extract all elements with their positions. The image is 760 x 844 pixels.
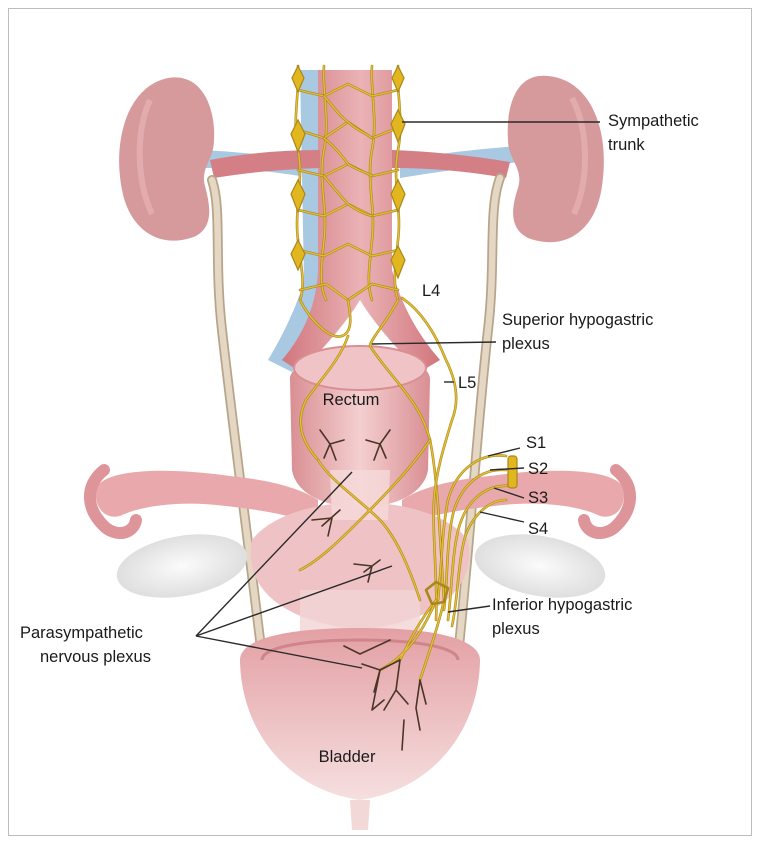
right-kidney [508,76,604,242]
bladder [240,628,480,830]
label-s3: S3 [528,489,548,507]
label-inferior-hypogastric-line1: Inferior hypogastric [492,596,632,614]
label-parasympathetic-line2: nervous plexus [40,648,151,666]
label-l5: L5 [458,374,476,392]
label-superior-hypogastric-line2: plexus [502,335,550,353]
label-bladder: Bladder [319,748,376,766]
label-s2: S2 [528,460,548,478]
label-rectum: Rectum [323,391,380,409]
label-s1: S1 [526,434,546,452]
left-kidney [119,77,214,240]
label-superior-hypogastric-line1: Superior hypogastric [502,311,653,329]
aorta [210,70,510,372]
label-l4: L4 [422,282,440,300]
label-inferior-hypogastric-line2: plexus [492,620,540,638]
label-sympathetic-trunk-line1: Sympathetic [608,112,699,130]
label-s4: S4 [528,520,548,538]
label-parasympathetic-line1: Parasympathetic [20,624,143,642]
label-sympathetic-trunk-line2: trunk [608,136,645,154]
rectum [290,346,430,520]
